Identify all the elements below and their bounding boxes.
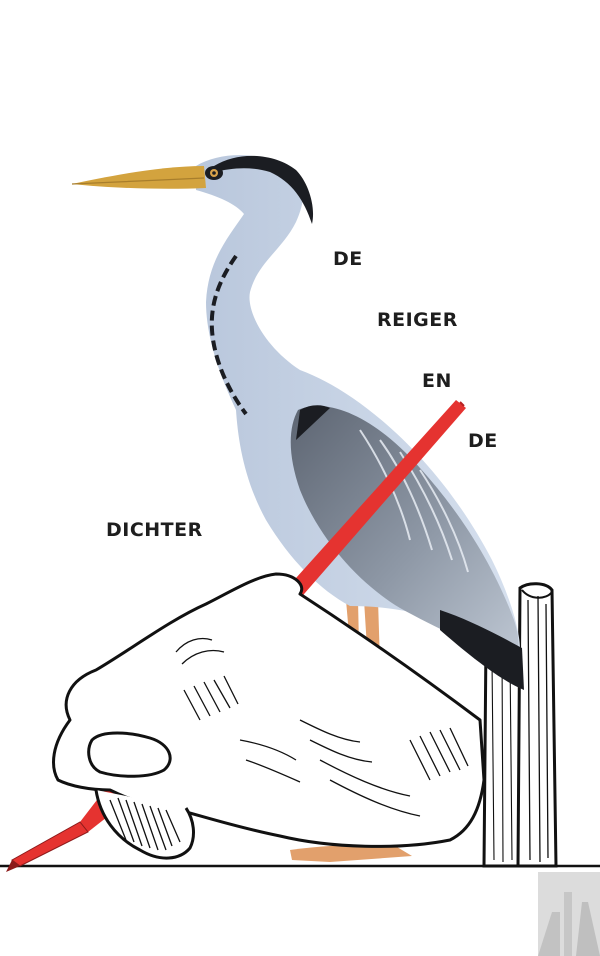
title-word-reiger: REIGER bbox=[377, 309, 458, 331]
wooden-post bbox=[482, 582, 558, 868]
heron-wing bbox=[290, 406, 519, 662]
heron bbox=[71, 155, 524, 690]
heron-beak bbox=[72, 166, 206, 189]
title-word-en: EN bbox=[422, 370, 452, 392]
drawn-hand bbox=[52, 572, 486, 860]
publisher-logo-icon bbox=[538, 872, 600, 956]
title-word-de: DE bbox=[333, 248, 363, 270]
title-word-de-second: DE bbox=[468, 430, 498, 452]
title-word-dichter: DICHTER bbox=[106, 519, 203, 541]
hand-hatching bbox=[109, 637, 469, 851]
